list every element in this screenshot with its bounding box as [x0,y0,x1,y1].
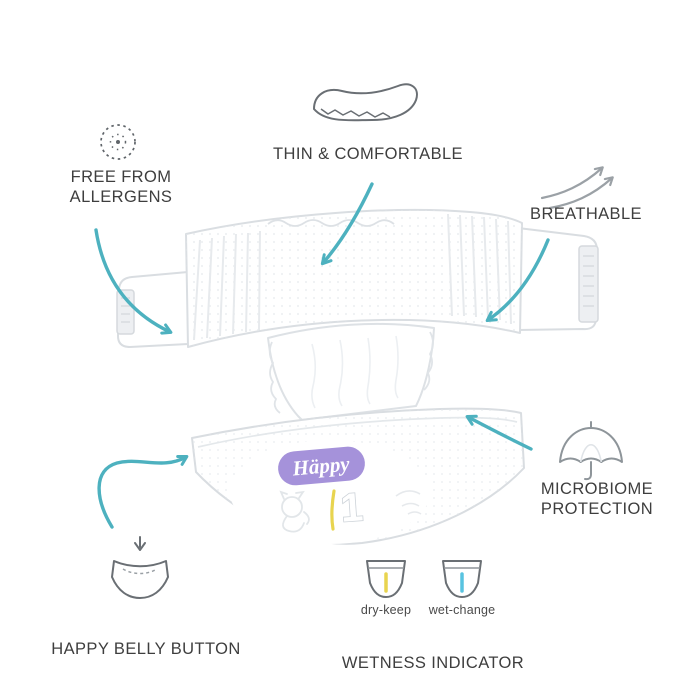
diaper-left-wing [116,271,189,348]
arrow-allergens [94,228,173,335]
right-elastic-ruffle [423,331,434,391]
arrow-thin [320,182,374,266]
airflow-arrows-icon [540,166,614,210]
feature-label-allergens: FREE FROM ALLERGENS [69,168,173,207]
brand-badge-text: Häppy [290,451,351,480]
thin-pad-icon [313,83,418,122]
feature-label-wetness-indicator: WETNESS INDICATOR [341,654,525,672]
dry-keep-label: dry-keep [360,603,412,617]
arrow-breathable [485,238,550,323]
crotch-gathers [311,335,399,409]
feature-label-belly-button: HAPPY BELLY BUTTON [51,640,241,658]
left-elastic-ruffle [268,341,281,414]
callout-arrows [94,182,550,529]
print-squiggles [395,490,422,515]
diaper-front-panel: 1 Häppy [191,407,525,545]
size-number: 1 [339,485,364,530]
back-band-pleats-left [193,230,261,341]
front-waist-ruffle [197,416,518,448]
arrow-belly-button [97,455,189,529]
wet-change-label: wet-change [428,603,496,617]
allergen-sun-icon [100,124,136,160]
feature-label-breathable: BREATHABLE [530,205,642,223]
feature-label-microbiome: MICROBIOME PROTECTION [540,480,654,519]
umbrella-icon [559,421,623,481]
diaper-right-wing [517,227,599,331]
feature-label-thin-comfortable: THIN & COMFORTABLE [273,145,463,163]
arrow-microbiome [465,414,533,451]
wetness-stripe-front [330,489,336,531]
dry-keep-diaper-icon [366,560,406,598]
diaper-back-band [185,208,523,348]
wet-change-diaper-icon [442,560,482,598]
brand-badge: Häppy [278,446,365,486]
right-tape-tab [578,245,599,323]
diaper-crotch [267,322,435,425]
belly-diaper-icon [111,536,169,599]
cat-print [279,490,310,533]
back-band-pleats-right [447,213,512,325]
back-band-ruffle [267,219,395,227]
diaper-illustration: 1 Häppy [116,208,599,545]
